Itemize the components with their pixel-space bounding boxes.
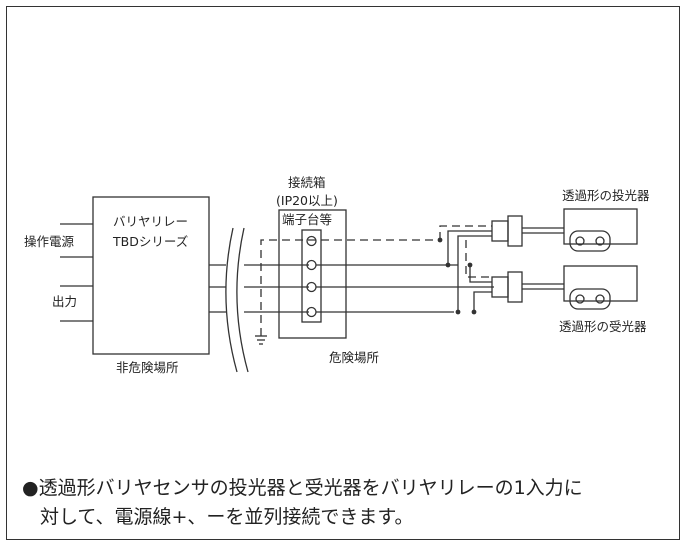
relay-series-label: TBDシリーズ — [112, 234, 188, 249]
terminal-block — [301, 229, 322, 323]
receiver-label: 透過形の受光器 — [559, 319, 647, 334]
emitter-shield — [439, 225, 492, 240]
emitter-wire-1 — [447, 230, 492, 265]
junction-dot-2 — [437, 237, 443, 243]
boundary-break-line-2 — [236, 227, 249, 373]
terminal-block-label: 端子台等 — [282, 212, 332, 227]
emitter-sensor — [563, 208, 638, 245]
receiver-connector — [491, 276, 509, 298]
boundary-break-line-1 — [225, 227, 238, 373]
emitter-mount-hole-2 — [595, 236, 605, 246]
receiver-mount — [569, 288, 611, 310]
junction-box-title: 接続箱 — [288, 175, 326, 190]
shield-line — [260, 239, 440, 336]
emitter-wire-2 — [457, 235, 492, 312]
diagram-frame — [6, 6, 680, 540]
output-label: 出力 — [52, 294, 77, 309]
emitter-plug — [507, 215, 523, 247]
barrier-relay-box — [92, 196, 210, 355]
power-input-label: 操作電源 — [24, 234, 75, 249]
note-line-1: ●透過形バリヤセンサの投光器と受光器をバリヤリレーの1入力に — [22, 477, 583, 499]
junction-dot-5 — [471, 309, 477, 315]
receiver-plug — [507, 271, 523, 303]
note-line-2: 対して、電源線+、ーを並列接続できます。 — [40, 506, 414, 528]
emitter-label: 透過形の投光器 — [562, 188, 650, 203]
junction-box-rating: (IP20以上) — [276, 193, 338, 208]
junction-dot-3 — [455, 309, 461, 315]
receiver-wire-1 — [469, 265, 492, 283]
relay-name-label: バリヤリレー — [113, 214, 188, 229]
junction-box — [278, 209, 347, 339]
emitter-mount-hole-1 — [575, 236, 585, 246]
non-hazard-area-label: 非危険場所 — [116, 360, 179, 375]
emitter-mount — [569, 230, 611, 252]
emitter-connector — [491, 220, 509, 242]
junction-dot-1 — [445, 262, 451, 268]
terminal-1 — [306, 235, 317, 247]
receiver-wire-2 — [473, 291, 492, 312]
receiver-shield — [465, 240, 492, 278]
receiver-mount-hole-1 — [575, 294, 585, 304]
receiver-sensor — [563, 265, 638, 302]
hazard-area-label: 危険場所 — [329, 350, 379, 365]
junction-dot-4 — [467, 262, 473, 268]
receiver-mount-hole-2 — [595, 294, 605, 304]
